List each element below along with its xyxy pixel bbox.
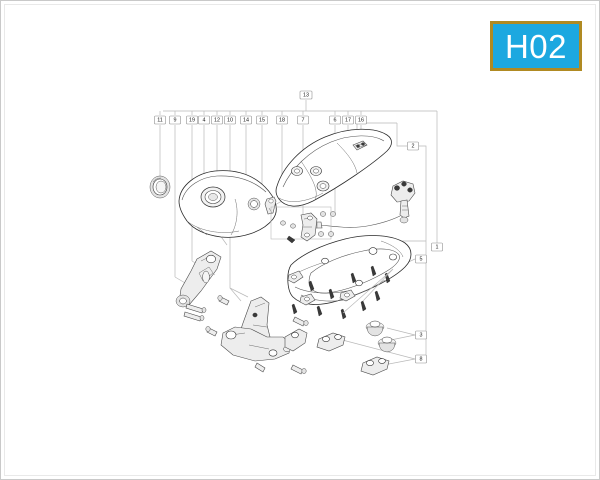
callout-19-box [186, 115, 198, 125]
callout-19-label: 19 [189, 117, 195, 123]
part-clip-15 [264, 196, 277, 215]
section-code-badge: H02 [490, 21, 582, 71]
footpeg-screws [183, 303, 207, 322]
callout-6-box [329, 115, 341, 125]
bracket-screws [205, 295, 309, 375]
callout-7-label: 7 [302, 117, 305, 123]
callout-6: 6 [329, 115, 341, 125]
callout-12-box [211, 115, 223, 125]
callout-10-label: 10 [227, 117, 233, 123]
callout-2-label: 2 [412, 143, 415, 149]
callout-7-box [297, 115, 309, 125]
part-tail-cowl [275, 128, 392, 207]
callout-4-label: 4 [203, 117, 206, 123]
callout-7: 7 [297, 115, 309, 125]
part-rider-seat [178, 170, 277, 238]
callout-8-box [415, 354, 427, 364]
rubber-mount-upper [365, 320, 385, 337]
callout-14-box [240, 115, 252, 125]
part-grommet-14 [247, 197, 261, 211]
part-bushing-11 [149, 175, 171, 199]
callout-9-label: 9 [174, 117, 177, 123]
callout-18-label: 18 [279, 117, 285, 123]
part-latch-bracket [270, 206, 337, 244]
callout-14: 14 [240, 115, 252, 125]
mount-plate-left [316, 332, 346, 352]
callout-11: 11 [154, 115, 166, 125]
part-rear-subframe [287, 235, 412, 320]
callout-4-box [198, 115, 210, 125]
callout-15: 15 [256, 115, 268, 125]
callout-8-label: 8 [420, 356, 423, 362]
callout-3-box [415, 330, 427, 340]
callout-10-box [224, 115, 236, 125]
callout-8: 8 [415, 354, 427, 364]
callout-3-label: 3 [420, 332, 423, 338]
callout-16: 16 [355, 115, 367, 125]
callout-15-label: 15 [259, 117, 265, 123]
callout-1: 1 [431, 242, 443, 252]
callout-9-box [169, 115, 181, 125]
callout-19: 19 [186, 115, 198, 125]
callout-3: 3 [415, 330, 427, 340]
callout-10: 10 [224, 115, 236, 125]
callout-16-box [355, 115, 367, 125]
part-right-footpeg-bracket [205, 295, 309, 375]
callout-18-box [276, 115, 288, 125]
callout-2-box [407, 141, 419, 151]
callout-17-label: 17 [345, 117, 351, 123]
callout-18: 18 [276, 115, 288, 125]
callout-6-label: 6 [334, 117, 337, 123]
callout-1-box [431, 242, 443, 252]
screws-latch [280, 211, 337, 244]
part-mount-plates [316, 332, 390, 376]
mount-plate-right [360, 356, 390, 376]
callout-11-label: 11 [157, 117, 163, 123]
callout-15-box [256, 115, 268, 125]
callout-12: 12 [211, 115, 223, 125]
callout-12-label: 12 [214, 117, 220, 123]
callout-17: 17 [342, 115, 354, 125]
subframe-bolt-markers [291, 265, 391, 320]
section-code-label: H02 [504, 27, 568, 65]
callout-5-box [415, 254, 427, 264]
callout-13-label: 13 [303, 92, 309, 98]
callout-5: 5 [415, 254, 427, 264]
callout-4: 4 [198, 115, 210, 125]
callout-17-box [342, 115, 354, 125]
callout-1-label: 1 [436, 244, 439, 250]
part-left-footpeg-bracket [175, 250, 222, 322]
callout-16-label: 16 [358, 117, 364, 123]
callout-5-label: 5 [420, 256, 423, 262]
callout-9: 9 [169, 115, 181, 125]
callout-13: 13 [299, 90, 313, 100]
callout-14-label: 14 [243, 117, 249, 123]
part-rubber-mounts [365, 320, 397, 353]
cowl-vent-detail [352, 140, 368, 151]
callout-11-box [154, 115, 166, 125]
callout-2: 2 [407, 141, 419, 151]
rubber-mount-lower [377, 336, 397, 353]
